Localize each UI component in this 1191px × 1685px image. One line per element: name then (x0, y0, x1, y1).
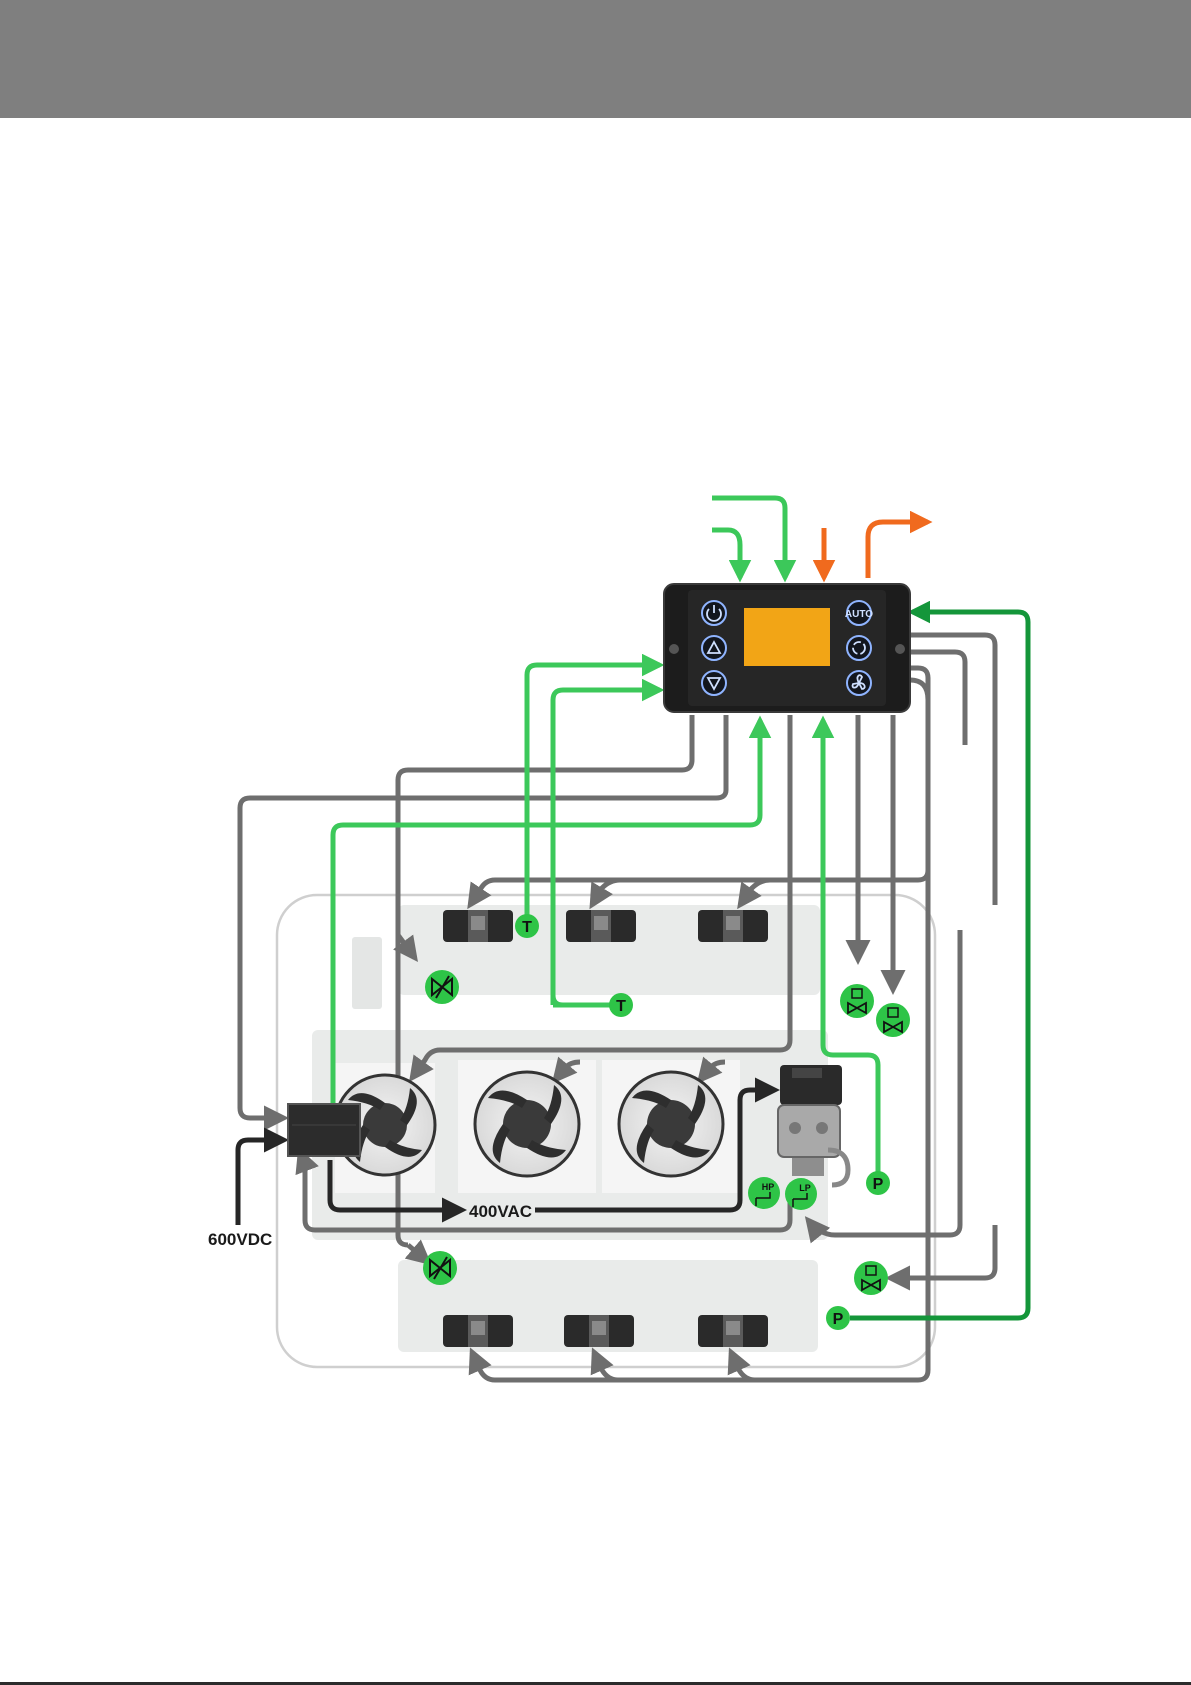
condenser-fan (619, 1072, 723, 1176)
expansion-valve (423, 1251, 457, 1285)
temperature-sensor: T (609, 993, 633, 1017)
power-button[interactable] (702, 601, 726, 625)
evaporator-blower (443, 910, 513, 942)
arrow-down-button[interactable] (702, 671, 726, 695)
pressure-sensor: P (826, 1306, 850, 1330)
svg-text:LP: LP (799, 1183, 811, 1193)
evaporator-blower (564, 1315, 634, 1347)
pressure-feedback-line (850, 612, 1028, 1318)
solenoid-valve (876, 1003, 910, 1037)
low-pressure-switch: LP (785, 1178, 817, 1210)
svg-text:T: T (522, 919, 532, 936)
arrow-up-button[interactable] (702, 636, 726, 660)
evaporator-blower (443, 1315, 513, 1347)
svg-text:P: P (833, 1311, 844, 1328)
expansion-valve (425, 970, 459, 1004)
solenoid-valve (854, 1261, 888, 1295)
evaporator-blower (698, 910, 768, 942)
pressure-sensor: P (866, 1171, 890, 1195)
climate-controller (664, 584, 910, 712)
solenoid-valve (840, 984, 874, 1018)
temperature-sensor: T (515, 914, 539, 938)
svg-text:HP: HP (762, 1182, 775, 1192)
svg-text:P: P (873, 1176, 884, 1193)
auto-mode-icon: AUTO (845, 609, 873, 620)
ac-output-label: 400VAC (469, 1202, 532, 1221)
dc-input-label: 600VDC (208, 1230, 272, 1249)
evaporator-blower (698, 1315, 768, 1347)
svg-text:T: T (616, 998, 626, 1015)
recirculation-button[interactable] (847, 636, 871, 660)
orange-lines (824, 522, 928, 578)
inverter-box (288, 1104, 360, 1156)
fan-button[interactable] (847, 671, 871, 695)
controller-display (744, 608, 830, 666)
condenser-fan (475, 1072, 579, 1176)
evaporator-blower (566, 910, 636, 942)
high-pressure-switch: HP (748, 1177, 780, 1209)
